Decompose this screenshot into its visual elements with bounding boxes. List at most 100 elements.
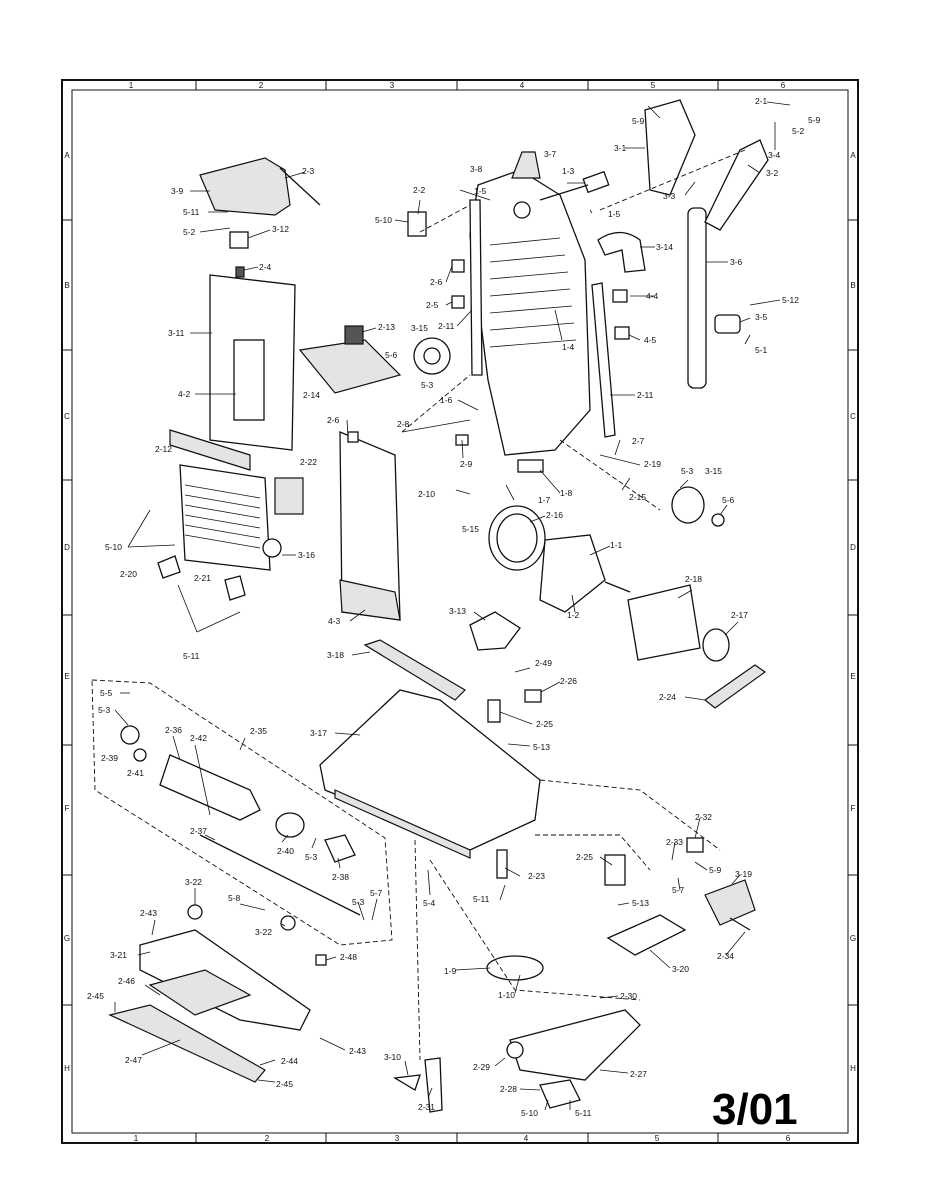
callout-3-4: 3-4 <box>768 150 781 160</box>
zone-row-c-left: C <box>64 412 70 421</box>
callout-3-21: 3-21 <box>110 950 127 960</box>
callout-3-12: 3-12 <box>272 224 289 234</box>
callout-1-5: 1-5 <box>474 186 487 196</box>
callout-5-9: 5-9 <box>709 865 722 875</box>
callout-3-20: 3-20 <box>672 964 689 974</box>
callout-2-28: 2-28 <box>500 1084 517 1094</box>
callout-2-37: 2-37 <box>190 826 207 836</box>
callout-2-10: 2-10 <box>418 489 435 499</box>
zone-col-1-bottom: 1 <box>134 1134 139 1143</box>
callout-3-22: 3-22 <box>185 877 202 887</box>
callout-1-4: 1-4 <box>562 342 575 352</box>
callout-3-2: 3-2 <box>766 168 779 178</box>
zone-row-e-right: E <box>850 672 855 681</box>
callout-labels: 2-3 3-9 5-11 5-2 3-12 2-4 3-11 4-2 2-12 … <box>87 96 821 1118</box>
callout-2-43: 2-43 <box>140 908 157 918</box>
callout-2-44: 2-44 <box>281 1056 298 1066</box>
callout-2-47: 2-47 <box>125 1055 142 1065</box>
zone-row-d-left: D <box>64 543 70 552</box>
callout-2-39: 2-39 <box>101 753 118 763</box>
callout-5-11: 5-11 <box>183 207 200 217</box>
callout-2-7: 2-7 <box>632 436 645 446</box>
page-date-mark: 3/01 <box>712 1085 798 1134</box>
callout-4-4: 4-4 <box>646 291 659 301</box>
zone-col-6-bottom: 6 <box>786 1134 791 1143</box>
callout-2-1: 2-1 <box>755 96 768 106</box>
callout-2-11: 2-11 <box>637 390 654 400</box>
callout-2-8: 2-8 <box>397 419 410 429</box>
callout-5-1: 5-1 <box>755 345 768 355</box>
callout-3-5: 3-5 <box>755 312 768 322</box>
zone-row-g-right: G <box>850 934 856 943</box>
callout-2-11: 2-11 <box>438 321 455 331</box>
callout-5-11: 5-11 <box>183 651 200 661</box>
callout-5-11: 5-11 <box>473 894 490 904</box>
zone-col-4-bottom: 4 <box>524 1134 529 1143</box>
zone-col-1-top: 1 <box>129 81 134 90</box>
callout-4-2: 4-2 <box>178 389 191 399</box>
callout-2-15: 2-15 <box>629 492 646 502</box>
callout-1-2: 1-2 <box>567 610 580 620</box>
callout-2-14: 2-14 <box>303 390 320 400</box>
callout-5-6: 5-6 <box>385 350 398 360</box>
callout-3-13: 3-13 <box>449 606 466 616</box>
callout-2-34: 2-34 <box>717 951 734 961</box>
zone-row-b-right: B <box>850 281 855 290</box>
callout-2-18: 2-18 <box>685 574 702 584</box>
zone-row-c-right: C <box>850 412 856 421</box>
callout-1-6: 1-6 <box>440 395 453 405</box>
callout-2-43: 2-43 <box>349 1046 366 1056</box>
callout-2-45: 2-45 <box>276 1079 293 1089</box>
diagram-frame: 1 2 3 4 5 6 1 2 3 4 5 6 A B C D E F G H … <box>61 79 859 1144</box>
callout-2-38: 2-38 <box>332 872 349 882</box>
callout-2-5: 2-5 <box>426 300 439 310</box>
callout-5-5: 5-5 <box>100 688 113 698</box>
callout-5-6: 5-6 <box>722 495 735 505</box>
callout-2-21: 2-21 <box>194 573 211 583</box>
callout-2-13: 2-13 <box>378 322 395 332</box>
callout-5-2: 5-2 <box>183 227 196 237</box>
callout-2-25: 2-25 <box>536 719 553 729</box>
callout-5-13: 5-13 <box>632 898 649 908</box>
callout-2-35: 2-35 <box>250 726 267 736</box>
callout-3-17: 3-17 <box>310 728 327 738</box>
leader-lines <box>114 101 791 1111</box>
callout-3-19: 3-19 <box>735 869 752 879</box>
callout-3-10: 3-10 <box>384 1052 401 1062</box>
zone-col-2-top: 2 <box>259 81 264 90</box>
zone-row-h-right: H <box>850 1064 856 1073</box>
callout-2-46: 2-46 <box>118 976 135 986</box>
callout-1-8: 1-8 <box>560 488 573 498</box>
callout-5-4: 5-4 <box>423 898 436 908</box>
zone-row-a-right: A <box>850 151 856 160</box>
callout-2-30: 2-30 <box>620 991 637 1001</box>
zone-col-3-bottom: 3 <box>395 1134 400 1143</box>
callout-5-10: 5-10 <box>521 1108 538 1118</box>
callout-2-49: 2-49 <box>535 658 552 668</box>
callout-1-9: 1-9 <box>444 966 457 976</box>
callout-2-6: 2-6 <box>430 277 443 287</box>
callout-5-10: 5-10 <box>375 215 392 225</box>
zone-row-d-right: D <box>850 543 856 552</box>
callout-2-3: 2-3 <box>302 166 315 176</box>
callout-1-3: 1-3 <box>562 166 575 176</box>
callout-2-16: 2-16 <box>546 510 563 520</box>
callout-2-32: 2-32 <box>695 812 712 822</box>
callout-5-7: 5-7 <box>370 888 383 898</box>
callout-3-7: 3-7 <box>544 149 557 159</box>
callout-5-12: 5-12 <box>782 295 799 305</box>
callout-2-33: 2-33 <box>666 837 683 847</box>
callout-2-24: 2-24 <box>659 692 676 702</box>
callout-4-5: 4-5 <box>644 335 657 345</box>
callout-2-6: 2-6 <box>327 415 340 425</box>
callout-3-3: 3-3 <box>663 191 676 201</box>
callout-5-15: 5-15 <box>462 524 479 534</box>
callout-4-3: 4-3 <box>328 616 341 626</box>
callout-5-8: 5-8 <box>228 893 241 903</box>
callout-5-3: 5-3 <box>305 852 318 862</box>
callout-5-10: 5-10 <box>105 542 122 552</box>
callout-2-12: 2-12 <box>155 444 172 454</box>
callout-5-2: 5-2 <box>792 126 805 136</box>
callout-3-11: 3-11 <box>168 328 185 338</box>
callout-2-20: 2-20 <box>120 569 137 579</box>
